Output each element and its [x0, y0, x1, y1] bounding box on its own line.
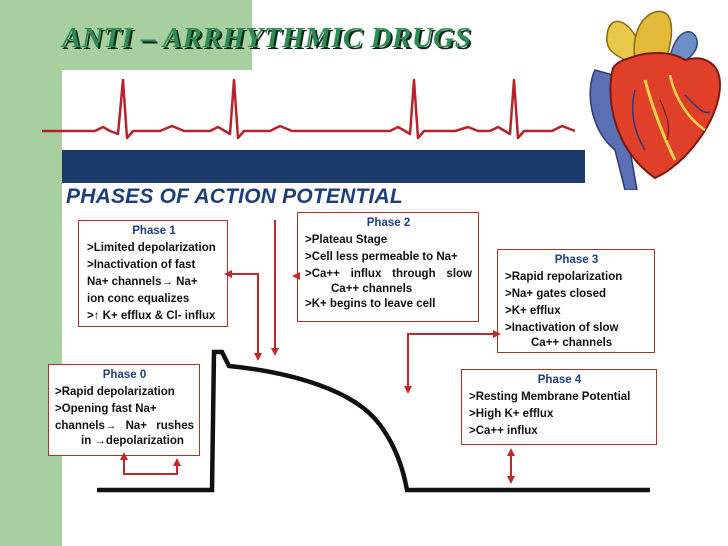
banner-bar [62, 150, 582, 183]
phase-3-line: >Inactivation of slow [505, 322, 619, 334]
phase-1-line: >Inactivation of fast [87, 259, 196, 271]
banner-bar-end [575, 150, 585, 183]
phase-1-heading: Phase 1 [132, 225, 176, 237]
phase-3-connector-arrow [404, 330, 501, 394]
phase-4-heading: Phase 4 [537, 374, 582, 386]
phase-0-line: in →depolarization [81, 435, 184, 447]
slide-title: ANTI – ARRHYTHMIC DRUGS [62, 22, 472, 54]
phase-3-line: >Rapid repolarization [505, 271, 623, 283]
phase-0-line: channels→ Na+ rushes [55, 420, 194, 432]
phase-3-line: >K+ efflux [505, 305, 561, 317]
phase-4-line: >High K+ efflux [469, 408, 554, 420]
section-subtitle: PHASES OF ACTION POTENTIAL [66, 185, 403, 208]
phase-2-heading: Phase 2 [366, 217, 411, 229]
phase-0-connector-arrow [120, 452, 181, 475]
phase-3-line: >Na+ gates closed [505, 288, 606, 300]
phase-3-heading: Phase 3 [554, 254, 599, 266]
phase-2-line: >K+ begins to leave cell [305, 298, 436, 310]
phase-2-line: >Cell less permeable to Na+ [305, 251, 458, 263]
phase-2-box: Phase 2 >Plateau Stage >Cell less permea… [297, 212, 479, 322]
phase-3-line: Ca++ channels [531, 337, 613, 349]
phase-1-line: >Limited depolarization [87, 242, 216, 254]
heart-icon [589, 10, 722, 190]
phase-2-line: Ca++ channels [331, 283, 413, 295]
phase-0-line: >Opening fast Na+ [55, 403, 157, 415]
phase-0-box: Phase 0 >Rapid depolarization >Opening f… [48, 364, 200, 456]
phase-1-connector-arrow [224, 270, 262, 361]
phase-0-line: >Rapid depolarization [55, 386, 175, 398]
phase-2-line: >Plateau Stage [305, 234, 388, 246]
phase-1-line: >↑ K+ efflux & Cl- influx [87, 310, 216, 322]
phase-1-line: Na+ channels→ Na+ [87, 276, 198, 288]
title-backdrop [62, 0, 252, 70]
phase-1-box: Phase 1 >Limited depolarization >Inactiv… [78, 220, 228, 327]
phase-4-line: >Resting Membrane Potential [469, 391, 631, 403]
phase-2-line: >Ca++ influx through slow [305, 268, 472, 280]
phase-1-line: ion conc equalizes [87, 293, 190, 305]
phase-4-line: >Ca++ influx [469, 425, 538, 437]
phase-3-box: Phase 3 >Rapid repolarization >Na+ gates… [497, 249, 655, 353]
action-potential-curve [97, 349, 650, 493]
phase-0-heading: Phase 0 [102, 369, 147, 381]
